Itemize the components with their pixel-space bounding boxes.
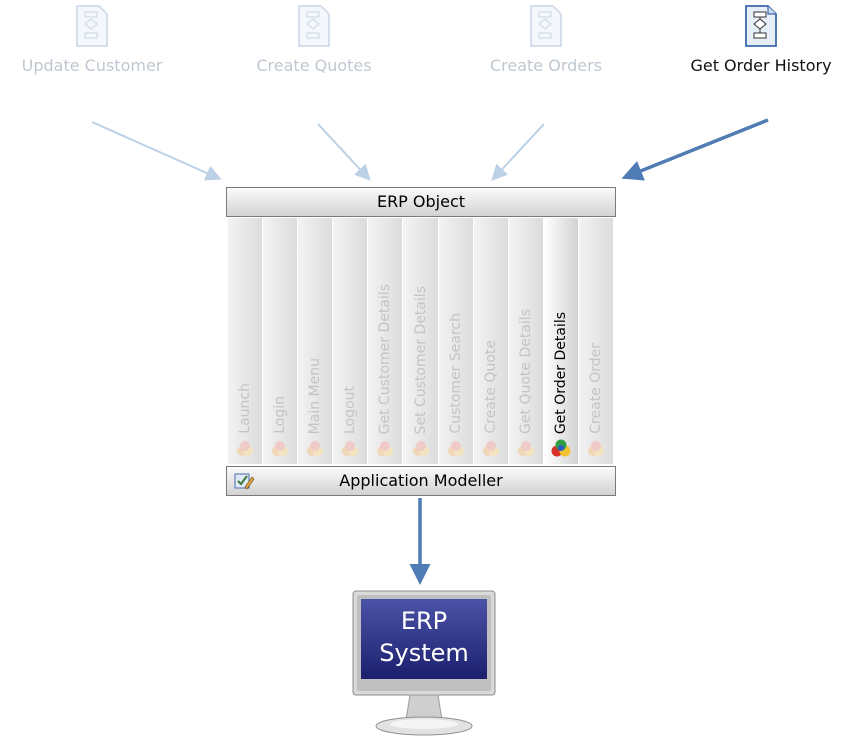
action-customer-search[interactable]: Customer Search (438, 218, 474, 464)
action-set-customer-details[interactable]: Set Customer Details (403, 218, 439, 464)
action-label: Login (272, 396, 289, 434)
action-icon (377, 441, 394, 456)
action-logout[interactable]: Logout (333, 218, 369, 464)
action-icon (412, 441, 429, 456)
action-icon (551, 439, 571, 457)
system-line2: System (379, 639, 469, 667)
action-label: Set Customer Details (412, 285, 429, 434)
system-line1: ERP (400, 607, 448, 635)
process-label: Update Customer (21, 56, 163, 75)
action-icon (307, 441, 324, 456)
process-create-orders[interactable]: Create Orders (456, 4, 636, 75)
action-icon (237, 441, 254, 456)
action-icon (447, 441, 464, 456)
action-login[interactable]: Login (263, 218, 299, 464)
arrow-create-quotes (317, 123, 371, 181)
arrow-update-customer (91, 121, 222, 181)
process-flow-icon (530, 5, 562, 47)
action-create-order[interactable]: Create Order (578, 218, 615, 464)
erp-object-header[interactable]: ERP Object (226, 187, 616, 217)
application-modeller-label: Application Modeller (339, 471, 503, 490)
application-modeller-bar[interactable]: Application Modeller (226, 466, 616, 496)
action-label: Logout (342, 386, 359, 434)
action-icon (482, 441, 499, 456)
action-label: Main Menu (307, 357, 324, 434)
process-label: Create Orders (489, 56, 603, 75)
process-get-order-history[interactable]: Get Order History (676, 4, 846, 75)
action-icon (272, 441, 289, 456)
action-label: Create Quote (482, 340, 499, 434)
arrow-get-order-history (621, 118, 769, 181)
process-flow-icon (745, 5, 777, 47)
action-get-order-details[interactable]: Get Order Details (543, 218, 579, 464)
action-label: Launch (237, 383, 254, 434)
action-label: Create Order (587, 343, 604, 434)
action-icon (587, 441, 604, 456)
action-launch[interactable]: Launch (228, 218, 264, 464)
arrow-create-orders (491, 123, 545, 181)
action-label: Get Quote Details (517, 309, 534, 434)
process-label: Create Quotes (256, 56, 372, 75)
action-list: Launch Login Main Menu Logout Get Custom… (228, 218, 615, 464)
action-label: Customer Search (447, 313, 464, 434)
action-get-quote-details[interactable]: Get Quote Details (508, 218, 544, 464)
action-main-menu[interactable]: Main Menu (298, 218, 334, 464)
action-icon (517, 441, 534, 456)
action-icon (342, 441, 359, 456)
action-get-customer-details[interactable]: Get Customer Details (368, 218, 404, 464)
action-create-quote[interactable]: Create Quote (473, 218, 509, 464)
process-flow-icon (298, 5, 330, 47)
process-flow-icon (76, 5, 108, 47)
erp-system-monitor: ERP System (352, 590, 496, 744)
modeller-icon (234, 473, 255, 490)
action-label: Get Customer Details (377, 283, 394, 434)
process-update-customer[interactable]: Update Customer (2, 4, 182, 75)
process-label: Get Order History (690, 56, 832, 75)
process-create-quotes[interactable]: Create Quotes (224, 4, 404, 75)
system-screen: ERP System (361, 599, 487, 679)
action-label: Get Order Details (552, 311, 569, 434)
